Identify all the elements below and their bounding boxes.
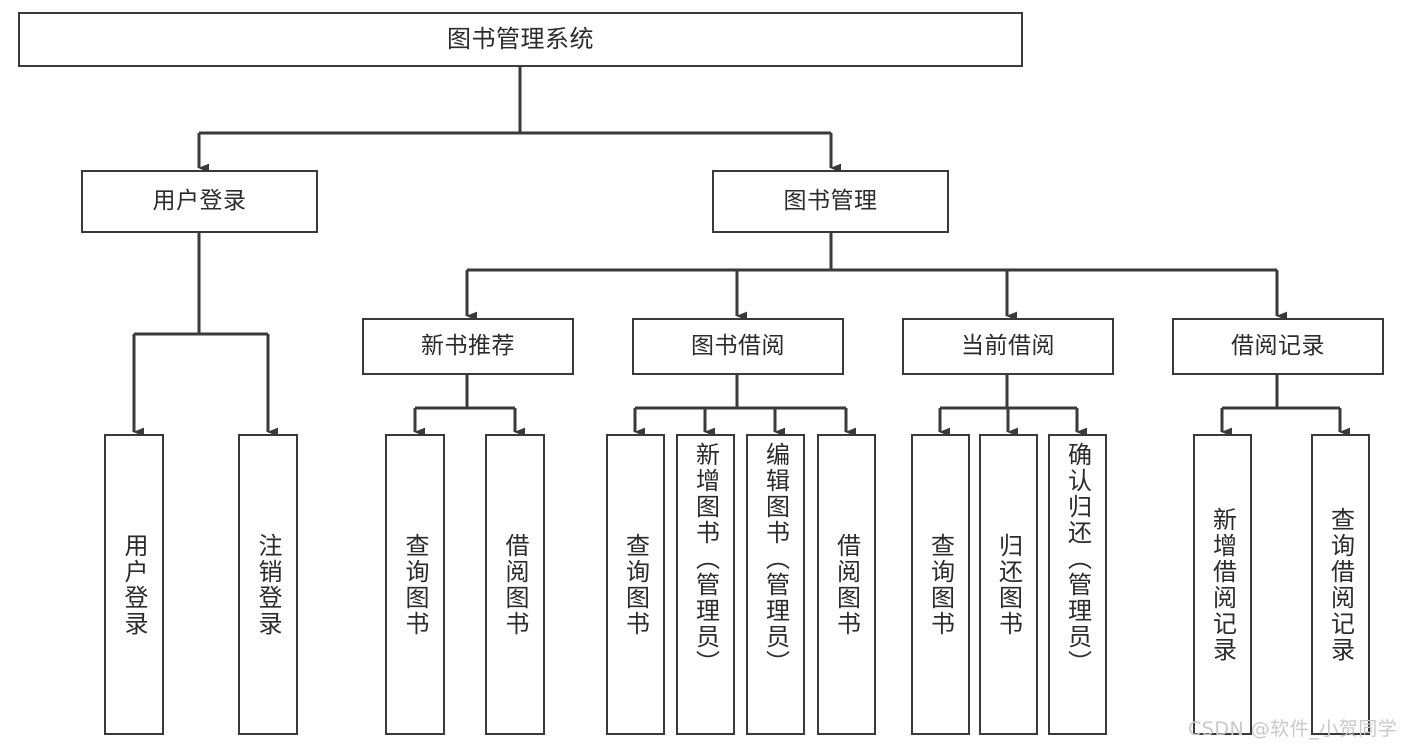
node-book-management-label: 图书管理 <box>783 187 878 214</box>
leaf-user-login-signout-label: 注销登录 <box>254 532 282 637</box>
leaf-borrow-add-book[interactable]: 新增图书（管理员） <box>676 434 735 735</box>
leaf-current-confirm-return-label: 确认归还（管理员） <box>1063 442 1092 676</box>
leaf-borrow-borrow-book-label: 借阅图书 <box>832 532 861 637</box>
leaf-borrow-edit-book-label: 编辑图书（管理员） <box>761 442 790 676</box>
leaf-record-add-label: 新增借阅记录 <box>1208 506 1237 663</box>
node-root-system[interactable]: 图书管理系统 <box>18 12 1023 67</box>
leaf-user-login-signout[interactable]: 注销登录 <box>238 434 298 735</box>
node-current-borrow[interactable]: 当前借阅 <box>902 318 1114 375</box>
leaf-record-query-label: 查询借阅记录 <box>1326 506 1355 663</box>
leaf-current-return-book-label: 归还图书 <box>994 532 1023 637</box>
leaf-borrow-edit-book[interactable]: 编辑图书（管理员） <box>746 434 805 735</box>
leaf-current-confirm-return[interactable]: 确认归还（管理员） <box>1048 434 1107 735</box>
leaf-borrow-query-book-label: 查询图书 <box>621 532 650 637</box>
node-book-borrow-label: 图书借阅 <box>691 332 785 359</box>
leaf-record-add[interactable]: 新增借阅记录 <box>1193 434 1252 735</box>
node-user-login-label: 用户登录 <box>152 187 247 214</box>
leaf-new-book-borrow-label: 借阅图书 <box>501 532 529 637</box>
leaf-current-query-book-label: 查询图书 <box>926 532 955 637</box>
leaf-new-book-query-label: 查询图书 <box>401 532 429 637</box>
node-borrow-record-label: 借阅记录 <box>1231 332 1325 359</box>
leaf-current-return-book[interactable]: 归还图书 <box>979 434 1038 735</box>
leaf-new-book-borrow[interactable]: 借阅图书 <box>485 434 545 735</box>
leaf-user-login-signin-label: 用户登录 <box>120 532 148 637</box>
node-current-borrow-label: 当前借阅 <box>961 332 1055 359</box>
leaf-borrow-query-book[interactable]: 查询图书 <box>606 434 665 735</box>
leaf-current-query-book[interactable]: 查询图书 <box>911 434 970 735</box>
node-new-book-recommend[interactable]: 新书推荐 <box>362 318 574 375</box>
node-borrow-record[interactable]: 借阅记录 <box>1172 318 1384 375</box>
leaf-record-query[interactable]: 查询借阅记录 <box>1311 434 1370 735</box>
node-user-login[interactable]: 用户登录 <box>81 170 318 233</box>
leaf-borrow-add-book-label: 新增图书（管理员） <box>691 442 720 676</box>
node-book-borrow[interactable]: 图书借阅 <box>632 318 844 375</box>
node-new-book-recommend-label: 新书推荐 <box>421 332 515 359</box>
node-book-management[interactable]: 图书管理 <box>712 170 949 233</box>
leaf-new-book-query[interactable]: 查询图书 <box>385 434 445 735</box>
csdn-watermark: CSDN @软件_小贺同学 <box>1188 718 1398 740</box>
node-root-system-label: 图书管理系统 <box>447 25 594 54</box>
leaf-user-login-signin[interactable]: 用户登录 <box>104 434 164 735</box>
leaf-borrow-borrow-book[interactable]: 借阅图书 <box>817 434 876 735</box>
